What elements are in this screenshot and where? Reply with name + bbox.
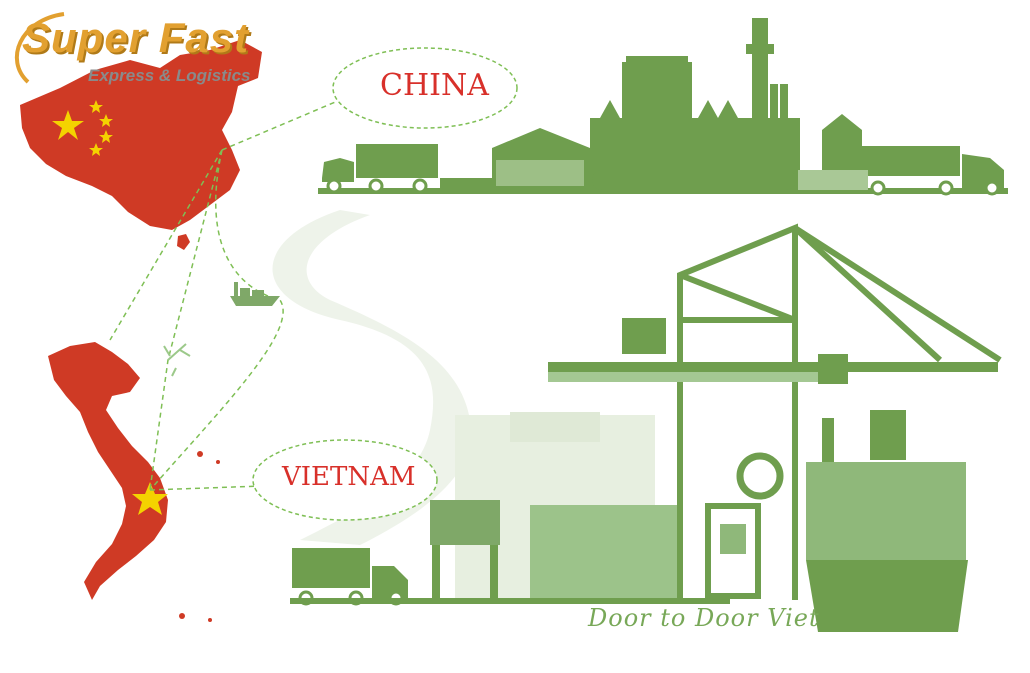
logo-title: Super Fast <box>22 14 250 61</box>
vietnam-flag-star-icon <box>132 482 168 515</box>
china-flag-stars-icon <box>52 100 113 156</box>
footer-tagline: Door to Door Viet <box>588 604 820 632</box>
vietnam-map <box>48 342 220 622</box>
logo-swoosh-icon <box>15 12 65 84</box>
destination-label: VIETNAM <box>282 462 416 492</box>
china-map <box>20 40 262 250</box>
china-bubble <box>332 47 518 129</box>
factory-scene <box>318 18 1008 196</box>
cargo-ship-icon <box>230 282 280 306</box>
logo-tagline: Express & Logistics <box>88 66 251 85</box>
port-scene <box>290 223 1002 632</box>
origin-label: CHINA <box>380 68 489 103</box>
airplane-icon <box>163 343 191 377</box>
vietnam-bubble <box>252 439 438 521</box>
